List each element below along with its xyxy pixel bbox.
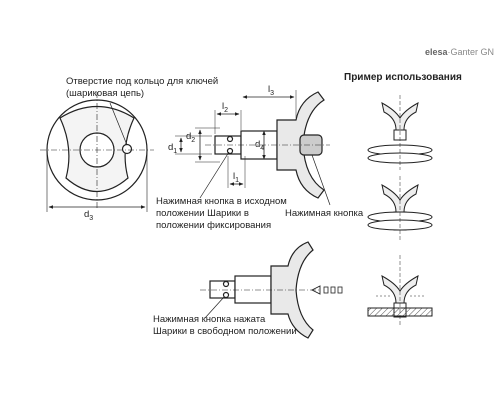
button-pressed-label: Нажимная кнопка нажата Шарики в свободно…	[153, 314, 297, 337]
ring-hole-label: Отверстие под кольцо для ключей (шариков…	[66, 76, 219, 99]
dim-l3-label: l3	[268, 84, 275, 97]
dim-d4-label: d4	[255, 139, 265, 152]
brand-logo: elesa·Ganter GN	[424, 47, 494, 57]
push-button-label: Нажимная кнопка	[285, 208, 364, 219]
button-initial-label: Нажимная кнопка в исходном положении Шар…	[156, 196, 287, 231]
dim-l1-label: l1	[233, 171, 240, 184]
dim-d1-label: d1	[168, 142, 178, 155]
side-view	[175, 90, 331, 206]
usage-example-1	[367, 95, 433, 170]
usage-example-2	[367, 176, 433, 240]
dim-d2-label: d2	[186, 131, 196, 144]
example-title: Пример использования	[344, 72, 462, 83]
dim-d3: d3	[84, 209, 94, 222]
top-view	[40, 92, 154, 212]
dim-l2-label: l2	[222, 101, 229, 114]
usage-example-3	[367, 255, 433, 326]
pressed-view	[200, 241, 343, 339]
